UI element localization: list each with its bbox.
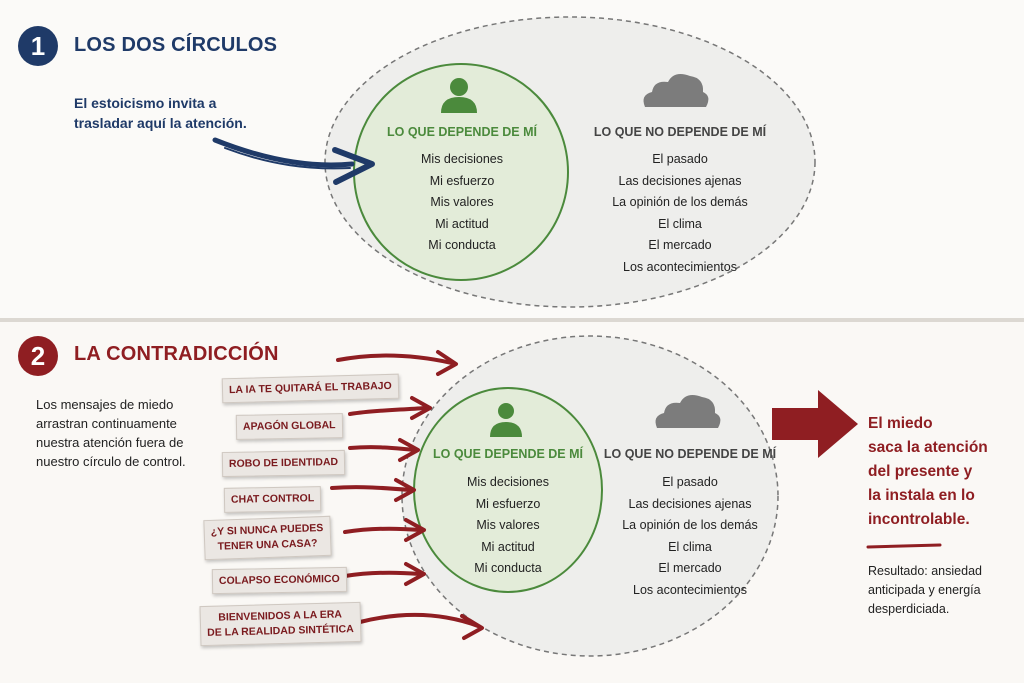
inner-circle-title: LO QUE DEPENDE DE MÍ <box>386 125 538 139</box>
maroon-arrow <box>330 478 416 502</box>
person-icon <box>441 78 477 113</box>
maroon-arrow <box>343 518 426 542</box>
section-divider <box>0 318 1024 322</box>
list-item: Mis valores <box>430 195 494 209</box>
fear-tag: LA IA TE QUITARÁ EL TRABAJO <box>221 373 400 404</box>
list-item: Mis decisiones <box>421 152 503 166</box>
list-item: Mis decisiones <box>467 475 549 489</box>
fear-tag: BIENVENIDOS A LA ERA DE LA REALIDAD SINT… <box>199 601 362 647</box>
cloud-icon <box>643 74 709 107</box>
list-item: Los acontecimientos <box>633 582 747 597</box>
list-item: El clima <box>658 216 702 231</box>
person-icon <box>490 403 522 437</box>
list-item: El pasado <box>652 152 708 166</box>
list-item: Mis valores <box>476 518 540 532</box>
list-item: Mi conducta <box>474 561 542 575</box>
conclusion-text: El miedo saca la atención del presente y… <box>868 415 988 528</box>
list-item: El clima <box>668 539 712 554</box>
big-maroon-arrow <box>772 390 858 458</box>
maroon-arrow <box>343 562 426 586</box>
list-item: El mercado <box>648 238 712 252</box>
maroon-arrow <box>348 438 420 462</box>
section-number-badge: 1 <box>18 26 58 66</box>
outer-circle-title: LO QUE NO DEPENDE DE MÍ <box>593 125 767 139</box>
list-item: Mi esfuerzo <box>475 496 541 511</box>
outer-circle-title: LO QUE NO DEPENDE DE MÍ <box>603 447 777 461</box>
navy-arrow <box>212 137 375 185</box>
section-title: LOS DOS CÍRCULOS <box>74 34 278 56</box>
fear-tag: ¿Y SI NUNCA PUEDES TENER UNA CASA? <box>203 515 332 561</box>
list-item: La opinión de los demás <box>612 195 748 209</box>
fear-tag: COLAPSO ECONÓMICO <box>211 566 347 595</box>
maroon-rule <box>866 543 942 549</box>
list-item: La opinión de los demás <box>622 518 758 532</box>
list-item: El pasado <box>662 475 718 489</box>
fear-tag: ROBO DE IDENTIDAD <box>221 449 346 478</box>
section-number-badge: 2 <box>18 336 58 376</box>
list-item: Mi actitud <box>481 539 535 554</box>
list-item: El mercado <box>658 561 722 575</box>
maroon-arrow <box>336 350 458 376</box>
maroon-arrow <box>358 612 484 640</box>
list-item: Mi conducta <box>428 238 496 252</box>
inner-circle-list: Mis decisiones Mi esfuerzo Mis valores M… <box>418 472 598 580</box>
list-item: Mi actitud <box>435 216 489 231</box>
inner-circle-title: LO QUE DEPENDE DE MÍ <box>432 447 584 461</box>
list-item: Los acontecimientos <box>623 259 737 274</box>
inner-circle-list: Mis decisiones Mi esfuerzo Mis valores M… <box>362 149 562 257</box>
fear-tag: APAGÓN GLOBAL <box>235 413 343 440</box>
fear-messages-note: Los mensajes de miedo arrastran continua… <box>36 397 186 469</box>
outer-circle-list: El pasado Las decisiones ajenas La opini… <box>598 472 782 601</box>
list-item: Mi esfuerzo <box>429 173 495 188</box>
stoicism-note: El estoicismo invita a trasladar aquí la… <box>74 95 247 131</box>
list-item: Las decisiones ajenas <box>618 173 742 188</box>
result-text: Resultado: ansiedad anticipada y energía… <box>868 564 982 616</box>
maroon-arrow <box>348 396 432 420</box>
fear-tag: CHAT CONTROL <box>223 486 322 513</box>
outer-circle-list: El pasado Las decisiones ajenas La opini… <box>570 149 790 278</box>
list-item: Las decisiones ajenas <box>628 496 752 511</box>
section-title: LA CONTRADICCIÓN <box>74 343 279 365</box>
cloud-icon <box>655 395 721 428</box>
